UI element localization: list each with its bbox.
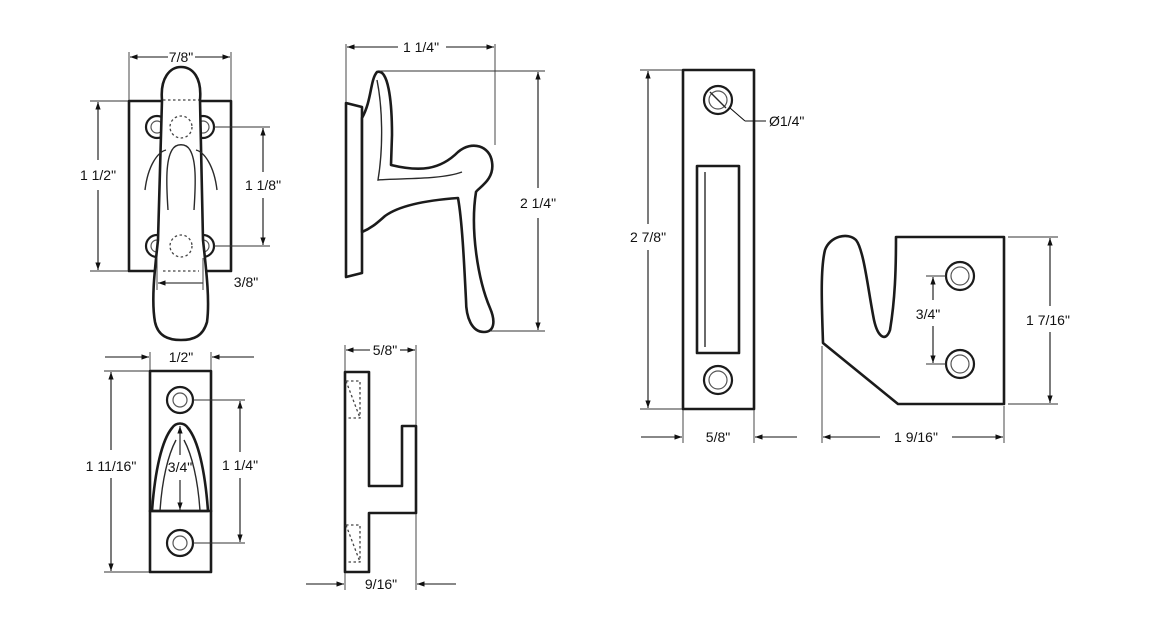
hook-hole-bottom-inner	[950, 354, 970, 374]
hidden-hole-bottom	[169, 234, 193, 258]
dim-strike-height: 2 7/8"	[630, 229, 666, 245]
dim-hook-hole-spacing: 3/4"	[916, 306, 940, 322]
hook-hole-top	[944, 260, 976, 292]
dim-strike-width: 5/8"	[706, 429, 730, 445]
dim-latch-height-side: 2 1/4"	[520, 195, 556, 211]
latch-base-side	[344, 101, 364, 279]
front-keeper-view: 1/2" 1 11/16" 1 1/4" 3/4"	[86, 349, 258, 574]
side-latch-view: 1 1/4" 2 1/4"	[344, 39, 556, 334]
keeper-hole-top-inner	[172, 392, 188, 408]
keeper-side-hidden-top	[345, 380, 361, 419]
dim-latch-hole-offset: 3/8"	[234, 274, 258, 290]
latch-lever-contour	[376, 79, 463, 181]
strike-hole-bottom	[702, 364, 734, 396]
dim-keeper-width: 1/2"	[169, 349, 193, 365]
hook-hole-bottom	[944, 348, 976, 380]
keeper-hole-bottom	[165, 528, 195, 558]
dim-keeper-height: 1 11/16"	[86, 458, 137, 474]
keeper-hook-contour	[159, 439, 201, 512]
hook-plate	[820, 234, 1006, 406]
keeper-hook-front	[150, 422, 210, 513]
dim-keeper-top-width: 5/8"	[373, 342, 397, 358]
lever-flare	[144, 149, 218, 191]
dim-keeper-hole-spacing: 1 1/4"	[222, 457, 258, 473]
strike-hole-bottom-inner	[708, 370, 728, 390]
dim-latch-height: 1 1/2"	[80, 167, 116, 183]
dim-hook-height: 1 7/16"	[1026, 312, 1070, 328]
hook-plate-view: 3/4" 1 7/16" 1 9/16"	[820, 234, 1070, 445]
strike-slot	[695, 164, 741, 355]
keeper-hole-bottom-inner	[172, 535, 188, 551]
strike-plate-view: 2 7/8" Ø1/4" 5/8"	[630, 68, 804, 445]
keeper-side-profile	[343, 370, 418, 574]
dim-latch-hole-spacing: 1 1/8"	[245, 177, 281, 193]
screw-slot	[709, 91, 727, 109]
dim-keeper-slot: 3/4"	[168, 459, 192, 475]
hidden-hole-top	[169, 115, 193, 139]
dim-hook-width: 1 9/16"	[894, 429, 938, 445]
leader-line	[729, 107, 746, 122]
dim-strike-hole: Ø1/4"	[769, 113, 804, 129]
strike-hole-top-inner	[708, 90, 728, 110]
latch-lever	[152, 65, 210, 342]
keeper-hole-top	[165, 385, 195, 415]
keeper-side-hidden-bottom	[345, 524, 361, 563]
side-keeper-view: 5/8" 9/16"	[306, 342, 456, 592]
front-latch-view: 7/8" 1 1/2" 1 1/8" 3/8"	[80, 49, 281, 342]
dim-latch-width: 7/8"	[169, 49, 193, 65]
dim-latch-depth: 1 1/4"	[403, 39, 439, 55]
lever-slot	[166, 144, 196, 211]
hook-hole-top-inner	[950, 266, 970, 286]
latch-lever-side	[360, 70, 495, 334]
dim-keeper-bottom-width: 9/16"	[365, 576, 397, 592]
